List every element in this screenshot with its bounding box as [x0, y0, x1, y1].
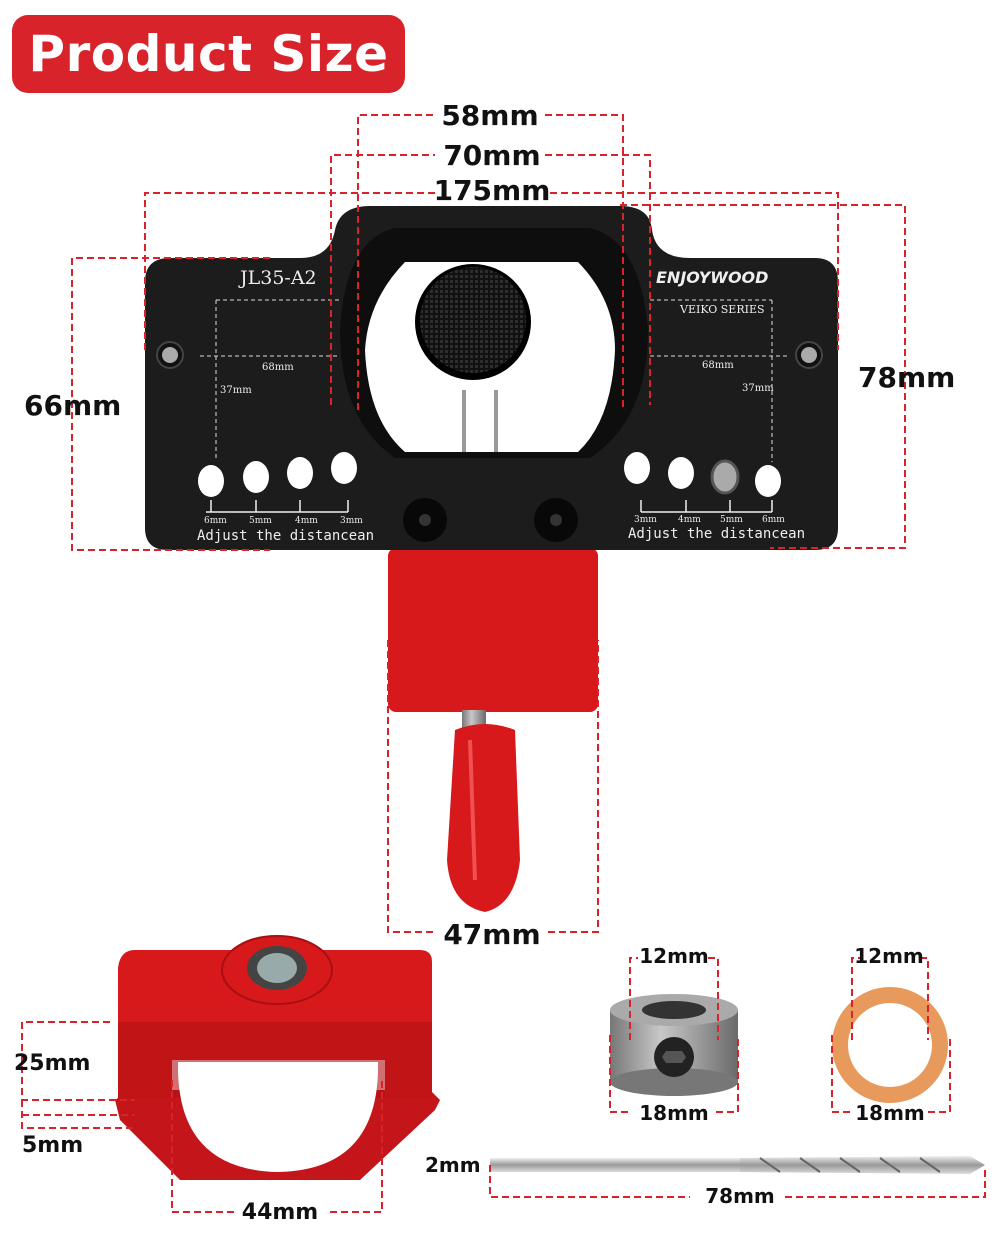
left-caption: Adjust the distancean [197, 528, 374, 544]
model-label: JL35-A2 [238, 267, 317, 289]
guide-dimension-lines [21, 1021, 383, 1213]
left-h-label: 68mm [262, 362, 294, 373]
dim-collar-outer: 18mm [639, 1101, 709, 1125]
brand-logo: ENJOYWOOD [656, 268, 768, 287]
series-label: VEIKO SERIES [679, 303, 765, 316]
scale-label: 4mm [678, 515, 701, 525]
right-caption: Adjust the distancean [628, 526, 805, 542]
dim-66: 66mm [24, 389, 121, 422]
scale-label: 5mm [249, 516, 272, 526]
bit-dimension-lines [489, 1165, 986, 1198]
right-h-label: 68mm [702, 360, 734, 371]
dim-washer-inner: 12mm [854, 944, 924, 968]
scale-label: 3mm [634, 515, 657, 525]
copper-washer [832, 987, 948, 1103]
scale-label: 6mm [762, 515, 785, 525]
scale-label: 6mm [204, 516, 227, 526]
jig-dimension-lines [71, 114, 906, 933]
collar-dimension-lines [609, 957, 739, 1113]
product-size-title: Product Size [12, 15, 405, 93]
scale-label: 4mm [295, 516, 318, 526]
dim-guide-base: 5mm [22, 1133, 83, 1158]
left-v-label: 37mm [220, 385, 252, 396]
stop-collar [610, 994, 738, 1096]
right-v-label: 37mm [742, 383, 774, 394]
dim-washer-outer: 18mm [855, 1101, 925, 1125]
dim-47: 47mm [443, 918, 540, 951]
dim-guide-height: 25mm [14, 1051, 90, 1076]
dim-70: 70mm [443, 139, 540, 172]
scale-label: 5mm [720, 515, 743, 525]
jig-body: JL35-A2 ENJOYWOOD VEIKO SERIES 68mm 37mm… [145, 206, 838, 550]
drill-guide [115, 935, 440, 1180]
dim-guide-width: 44mm [242, 1200, 318, 1225]
dim-58: 58mm [441, 99, 538, 132]
washer-dimension-lines [831, 957, 951, 1113]
clamp-tab [388, 548, 598, 912]
dim-bit-diameter: 2mm [425, 1153, 481, 1177]
dim-175: 175mm [434, 174, 551, 207]
scale-label: 3mm [340, 516, 363, 526]
dim-78: 78mm [858, 361, 955, 394]
dim-collar-inner: 12mm [639, 944, 709, 968]
dim-bit-length: 78mm [705, 1184, 775, 1208]
knob-icon [420, 267, 526, 373]
drill-bit [490, 1156, 985, 1174]
